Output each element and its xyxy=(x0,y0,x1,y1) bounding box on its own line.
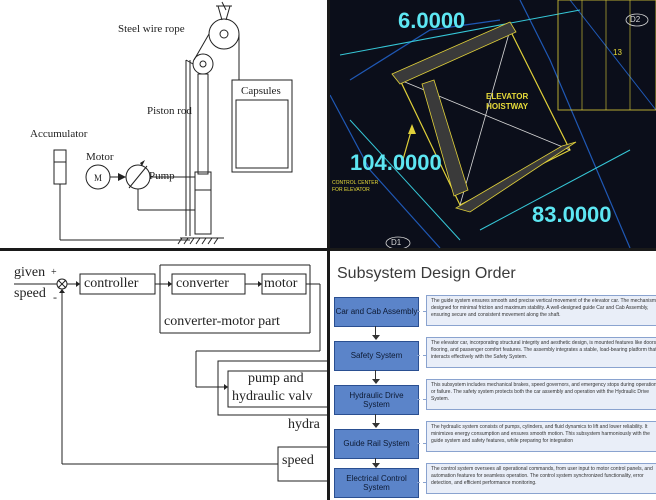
converter-motor-part-label: converter-motor part xyxy=(164,314,280,329)
tag-d1: D1 xyxy=(391,238,402,247)
label-piston-rod: Piston rod xyxy=(147,105,192,117)
step-desc: The elevator car, incorporating structur… xyxy=(426,337,656,368)
label-motor: Motor xyxy=(86,151,114,163)
plus-sign: + xyxy=(51,267,57,278)
step-desc: The guide system ensures smooth and prec… xyxy=(426,295,656,326)
block-diagram-lines xyxy=(14,264,327,482)
subsystem-title: Subsystem Design Order xyxy=(337,265,516,282)
dimension-left: 104.0000 xyxy=(350,150,442,175)
given-label: given xyxy=(14,265,46,280)
step-link xyxy=(417,482,426,483)
flow-arrow-head xyxy=(372,463,380,468)
step-desc: This subsystem includes mechanical brake… xyxy=(426,379,656,410)
label-accumulator: Accumulator xyxy=(30,128,88,140)
piston-pulley-icon xyxy=(192,53,214,75)
control-center-label: CONTROL CENTER FOR ELEVATOR xyxy=(332,180,378,193)
divider-horizontal xyxy=(0,248,656,251)
step-safety-system: Safety System xyxy=(334,341,419,371)
subsystem-design-order: Subsystem Design Order Car and Cab Assem… xyxy=(330,251,656,500)
cad-lines xyxy=(330,0,656,248)
cad-drawing: 6.0000 104.0000 83.0000 ELEVATOR HOISTWA… xyxy=(330,0,656,248)
hoistway-label: ELEVATOR HOISTWAY xyxy=(486,92,528,111)
dimension-bottom: 83.0000 xyxy=(532,202,612,227)
step-desc: The hydraulic system consists of pumps, … xyxy=(426,421,656,452)
step-guide-rail-system: Guide Rail System xyxy=(334,429,419,459)
controller-label: controller xyxy=(84,276,139,291)
label-pump: Pump xyxy=(149,170,175,182)
motor-symbol: M xyxy=(94,173,102,183)
tag-d2: D2 xyxy=(630,15,641,24)
flow-arrow xyxy=(375,326,376,336)
label-steel-wire-rope: Steel wire rope xyxy=(118,23,185,35)
flow-arrow xyxy=(375,458,376,464)
step-desc: The control system oversees all operatio… xyxy=(426,463,656,494)
pump-valve-block xyxy=(227,370,327,408)
flow-arrow-head xyxy=(372,335,380,340)
step-link xyxy=(417,355,426,356)
converter-motor-part-box xyxy=(159,264,311,334)
schematic-lines: M xyxy=(53,1,293,245)
top-pulley-icon xyxy=(208,18,240,50)
speed-sensor-block xyxy=(277,446,327,482)
step-link xyxy=(417,443,426,444)
pump-label-line1: pump and xyxy=(248,371,304,386)
dimension-top: 6.0000 xyxy=(398,8,466,33)
step-hydraulic-drive-system: Hydraulic Drive System xyxy=(334,385,419,415)
pump-label-line2: hydraulic valv xyxy=(232,389,313,404)
motor-label: motor xyxy=(264,276,298,291)
tag-13: 13 xyxy=(613,48,622,57)
flow-arrow xyxy=(375,370,376,380)
control-center-line1: CONTROL CENTER xyxy=(332,180,379,186)
flow-arrow-head xyxy=(372,379,380,384)
hydraulic-part-label: hydra xyxy=(288,417,320,432)
step-electrical-control-system: Electrical Control System xyxy=(334,468,419,498)
flow-arrow xyxy=(375,414,376,424)
hoistway-label-line2: HOISTWAY xyxy=(486,101,529,111)
speed-label: speed xyxy=(14,286,46,301)
flow-arrow-head xyxy=(372,423,380,428)
step-car-cab-assembly: Car and Cab Assembly xyxy=(334,297,419,327)
control-block-diagram: given + speed - controller converter mot… xyxy=(0,251,327,500)
accumulator-icon xyxy=(53,149,67,185)
control-center-line2: FOR ELEVATOR xyxy=(332,186,370,193)
step-link xyxy=(417,311,426,312)
minus-sign: - xyxy=(53,290,57,304)
converter-label: converter xyxy=(176,276,229,291)
hydraulic-elevator-schematic: M Steel wire rope Piston rod Capsules Ac… xyxy=(0,0,327,248)
step-link xyxy=(417,399,426,400)
speed-block-label: speed xyxy=(282,453,314,468)
hydraulic-part-box xyxy=(217,360,327,416)
hoistway-label-line1: ELEVATOR xyxy=(486,92,529,101)
label-capsules: Capsules xyxy=(241,85,281,97)
